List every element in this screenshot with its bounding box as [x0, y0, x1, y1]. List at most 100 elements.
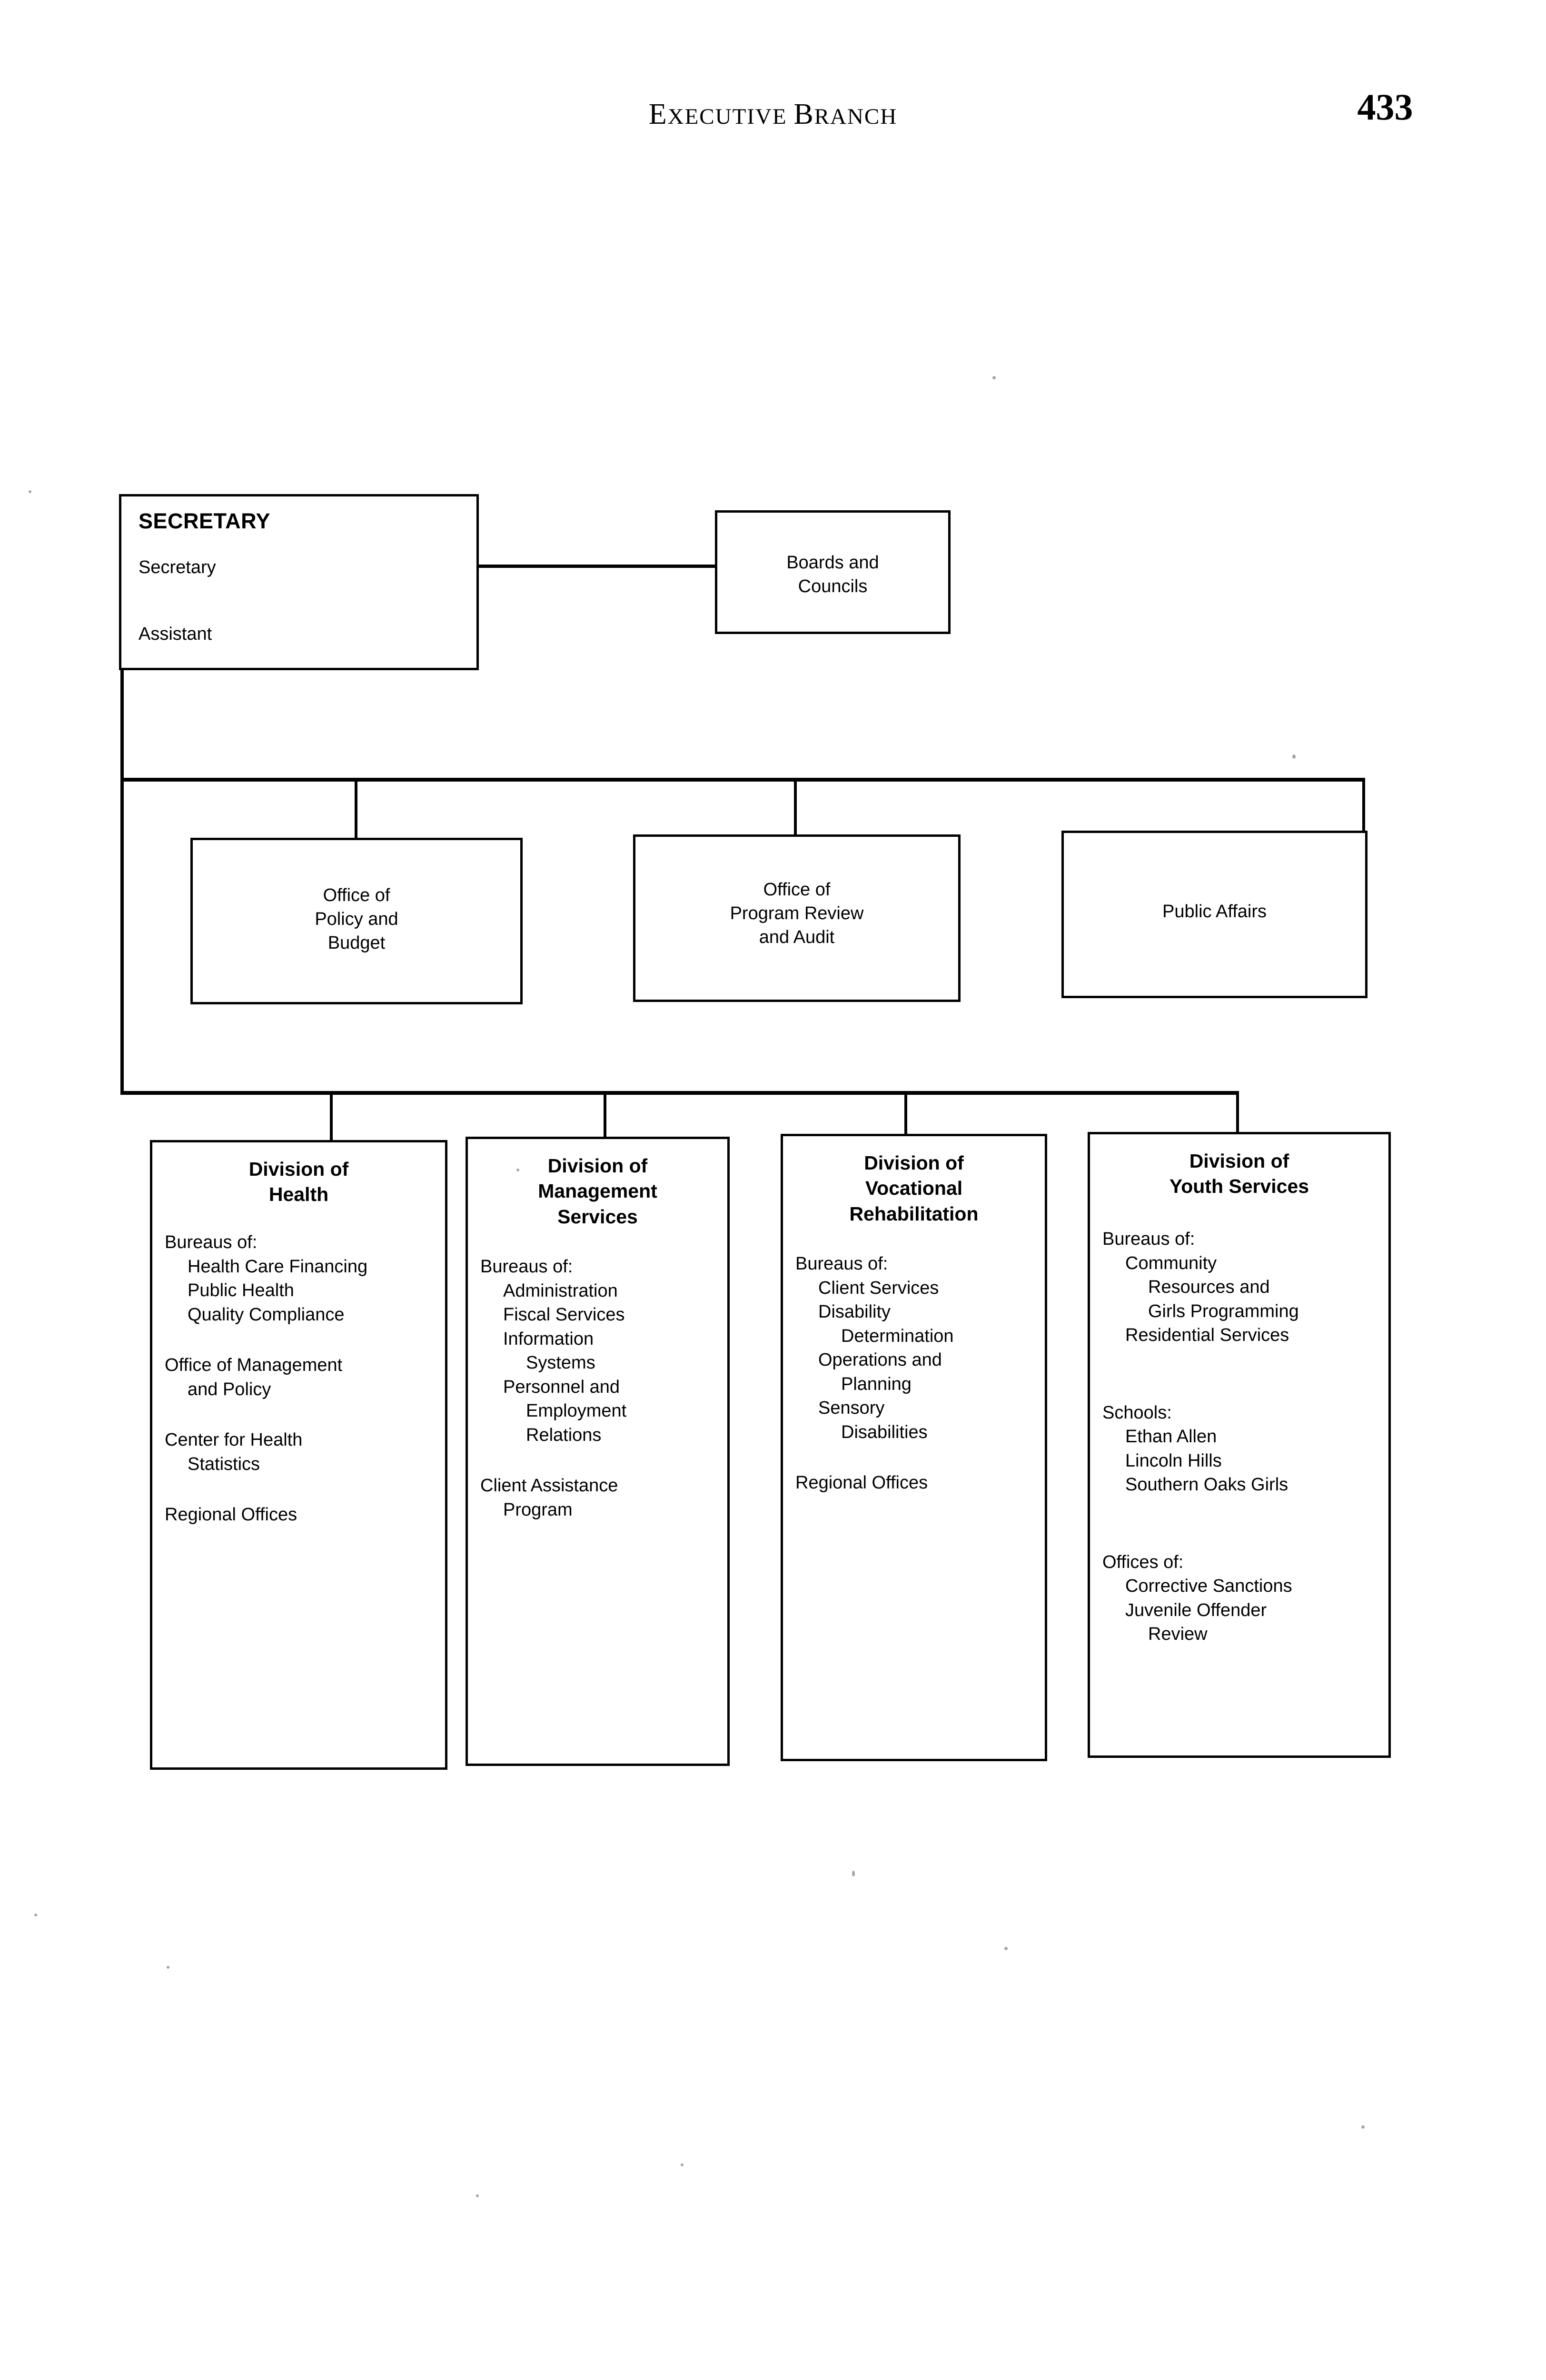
division-management-services-title: Division of Management Services: [538, 1155, 657, 1228]
scan-speck: [167, 1966, 169, 1969]
division-youth-services-title: Division of Youth Services: [1169, 1150, 1309, 1198]
connector-spine-lower: [120, 778, 124, 1094]
division-group-item: Client Services: [818, 1278, 939, 1298]
box-public-affairs: Public Affairs: [1061, 831, 1368, 998]
box-office-policy-and-budget: Office of Policy and Budget: [190, 838, 523, 1004]
division-group-item: Statistics: [188, 1454, 260, 1474]
public-affairs-label: Public Affairs: [1162, 902, 1267, 922]
box-secretary: SECRETARY Secretary Assistant: [119, 494, 479, 670]
secretary-title: SECRETARY: [139, 509, 271, 533]
running-head-ranch: RANCH: [814, 104, 898, 129]
division-group-item: Lincoln Hills: [1125, 1450, 1222, 1471]
running-head-b: B: [793, 98, 814, 130]
division-group-heading: Client Assistance: [480, 1476, 618, 1496]
division-group-item: Juvenile Offender: [1125, 1600, 1267, 1620]
division-group-item: Corrective Sanctions: [1125, 1576, 1292, 1597]
connector-bus-divisions: [120, 1091, 1239, 1095]
division-group-item: Southern Oaks Girls: [1125, 1475, 1288, 1495]
division-group-item: Disability: [818, 1302, 891, 1322]
division-health-title: Division of Health: [248, 1158, 349, 1206]
division-vocational-rehabilitation-title: Division of Vocational Rehabilitation: [849, 1152, 979, 1225]
division-group-item: Planning: [841, 1374, 912, 1394]
division-group-item: Girls Programming: [1148, 1301, 1299, 1321]
division-group: Office of Management and Policy: [165, 1353, 442, 1401]
running-head-xecutive: XECUTIVE: [667, 104, 794, 129]
division-group-item: and Policy: [188, 1379, 271, 1399]
box-boards-and-councils: Boards and Councils: [715, 510, 951, 634]
division-group-item: Relations: [526, 1425, 602, 1445]
division-group-item: Community: [1125, 1253, 1217, 1273]
division-group-item: Ethan Allen: [1125, 1427, 1217, 1447]
division-group-item: Personnel and: [503, 1377, 620, 1397]
division-group-item: Determination: [841, 1326, 954, 1346]
connector-bus-offices: [120, 778, 1365, 782]
division-group-spacer: [1102, 1348, 1386, 1401]
division-group-heading: Office of Management: [165, 1355, 343, 1376]
connector-drop-division-1: [330, 1091, 333, 1142]
division-group-heading: Offices of:: [1102, 1552, 1184, 1572]
division-group-item: Review: [1148, 1624, 1208, 1645]
division-group: Regional Offices: [795, 1471, 1042, 1495]
connector-drop-office-1: [355, 778, 357, 839]
division-group-item: Public Health: [188, 1280, 294, 1301]
division-group: Regional Offices: [165, 1503, 442, 1527]
office-program-review-and-audit-label: Office of Program Review and Audit: [730, 880, 864, 948]
division-group-heading: Bureaus of:: [480, 1257, 573, 1277]
page-number: 433: [1357, 86, 1413, 128]
division-group-item: Residential Services: [1125, 1325, 1289, 1346]
connector-drop-office-2: [794, 778, 797, 839]
division-group-spacer: [165, 1327, 442, 1353]
division-group-item: Systems: [526, 1353, 595, 1373]
scan-speck: [1004, 1947, 1008, 1950]
division-group-item: Fiscal Services: [503, 1305, 625, 1325]
scan-speck: [852, 1871, 855, 1876]
division-group-item: Program: [503, 1499, 573, 1520]
connector-drop-division-4: [1236, 1091, 1239, 1135]
secretary-role-assistant: Assistant: [139, 624, 212, 644]
division-group-item: Health Care Financing: [188, 1256, 368, 1277]
division-group-spacer: [480, 1447, 724, 1474]
office-policy-and-budget-label: Office of Policy and Budget: [315, 885, 398, 953]
scan-speck: [29, 490, 31, 493]
box-office-program-review-and-audit: Office of Program Review and Audit: [633, 834, 961, 1002]
box-division-management-services: Division of Management Services Bureaus …: [466, 1137, 730, 1766]
division-group-item: Administration: [503, 1280, 618, 1301]
connector-drop-office-3: [1362, 778, 1365, 839]
page-running-head: EXECUTIVE BRANCH: [0, 98, 1546, 131]
connector-drop-division-2: [604, 1091, 606, 1140]
box-division-vocational-rehabilitation: Division of Vocational Rehabilitation Bu…: [781, 1134, 1047, 1761]
division-group-item: Quality Compliance: [188, 1304, 345, 1325]
division-group-heading: Regional Offices: [795, 1473, 928, 1493]
division-group-heading: Bureaus of:: [1102, 1229, 1195, 1249]
division-group-item: Information: [503, 1329, 594, 1349]
connector-spine-upper: [120, 669, 124, 781]
division-group-spacer: [1102, 1497, 1386, 1550]
division-group-heading: Schools:: [1102, 1402, 1172, 1423]
division-group-heading: Bureaus of:: [165, 1232, 258, 1252]
scan-speck: [34, 1914, 37, 1916]
division-group-heading: Regional Offices: [165, 1505, 297, 1525]
division-group-item: Sensory: [818, 1398, 885, 1418]
scan-speck: [992, 376, 996, 379]
scan-speck: [516, 1169, 519, 1171]
division-group-item: Disabilities: [841, 1422, 928, 1442]
division-group-item: Operations and: [818, 1350, 942, 1370]
box-division-health: Division of Health Bureaus of: Health Car…: [150, 1140, 447, 1770]
scan-speck: [1292, 754, 1296, 759]
division-group-spacer: [165, 1476, 442, 1503]
connector-drop-division-3: [904, 1091, 907, 1137]
division-group-heading: Bureaus of:: [795, 1254, 888, 1274]
box-division-youth-services: Division of Youth Services Bureaus of: Co…: [1088, 1132, 1391, 1758]
